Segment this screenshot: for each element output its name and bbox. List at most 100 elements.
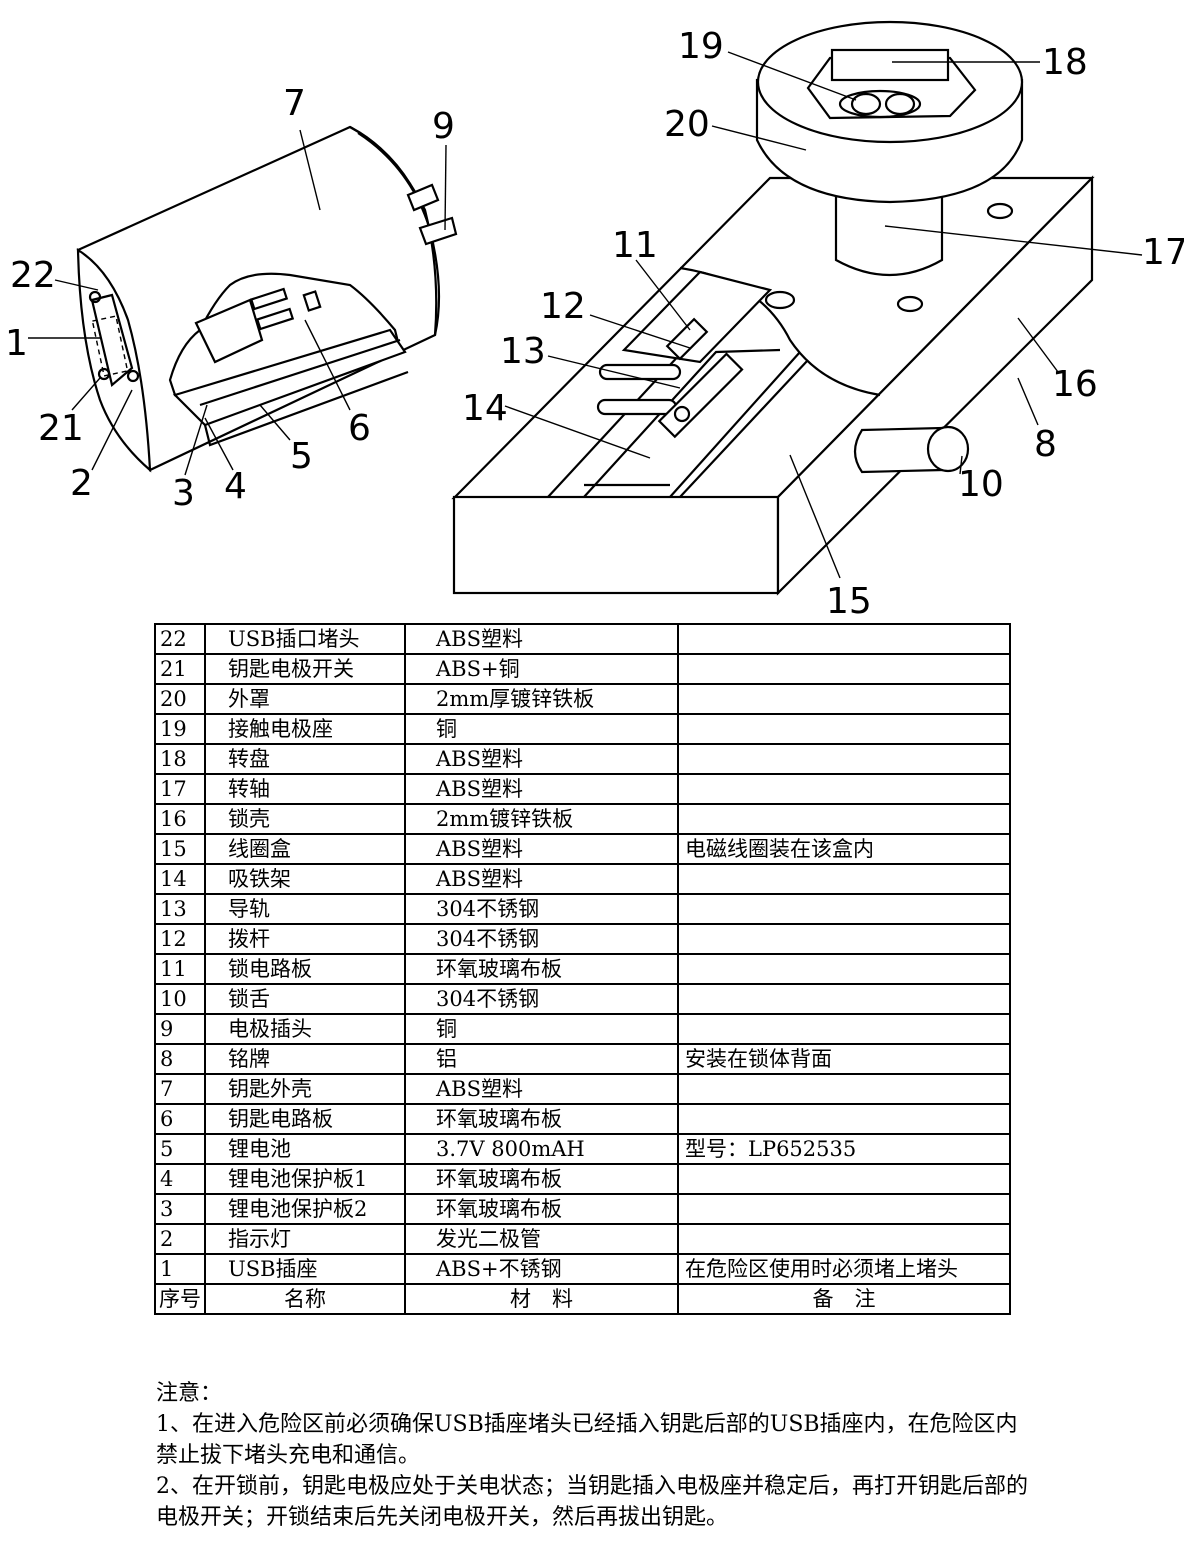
table-cell-no: 6 [154,1103,206,1135]
table-cell-no: 12 [154,923,206,955]
table-cell-name: USB插座 [204,1253,406,1285]
lock-body [451,20,1095,596]
table-cell-material: ABS塑料 [404,1073,679,1105]
table-cell-no: 17 [154,773,206,805]
table-cell-name: 转轴 [204,773,406,805]
table-cell-no: 13 [154,893,206,925]
callout-labels: 22 1 21 2 3 4 5 6 7 9 19 18 20 11 12 13 … [5,26,1184,622]
table-cell-note: 在危险区使用时必须堵上堵头 [677,1253,1011,1285]
table-cell-no: 14 [154,863,206,895]
table-cell-name: 电极插头 [204,1013,406,1045]
callout-11: 11 [612,225,658,266]
table-cell-note [677,1103,1011,1135]
table-cell-name: 转盘 [204,743,406,775]
table-cell-material: 发光二极管 [404,1223,679,1255]
callout-19: 19 [678,26,724,67]
table-cell-no: 8 [154,1043,206,1075]
leader-lines [28,51,1143,579]
callout-14: 14 [462,388,508,429]
callout-2: 2 [70,463,93,504]
table-cell-material: ABS塑料 [404,623,679,655]
callout-7: 7 [283,83,306,124]
table-cell-name: 接触电极座 [204,713,406,745]
assembly-drawing: 22 1 21 2 3 4 5 6 7 9 19 18 20 11 12 13 … [5,20,1184,622]
callout-22: 22 [10,255,56,296]
table-cell-no: 7 [154,1073,206,1105]
table-cell-no: 18 [154,743,206,775]
table-cell-material: 环氧玻璃布板 [404,1103,679,1135]
table-cell-material: 304不锈钢 [404,923,679,955]
callout-15: 15 [826,581,872,622]
table-cell-material: ABS塑料 [404,833,679,865]
table-cell-material: 铜 [404,1013,679,1045]
table-cell-material: 304不锈钢 [404,893,679,925]
table-cell-note [677,773,1011,805]
table-cell-note [677,653,1011,685]
table-cell-note [677,1073,1011,1105]
callout-3: 3 [172,473,195,514]
table-cell-name: 锂电池保护板2 [204,1193,406,1225]
table-cell-name: 指示灯 [204,1223,406,1255]
callout-21: 21 [38,408,84,449]
table-cell-no: 5 [154,1133,206,1165]
table-cell-note [677,863,1011,895]
callout-8: 8 [1034,424,1057,465]
table-cell-note [677,1193,1011,1225]
table-cell-name: 钥匙外壳 [204,1073,406,1105]
table-cell-note [677,623,1011,655]
table-cell-no: 20 [154,683,206,715]
callout-6: 6 [348,408,371,449]
table-cell-no: 21 [154,653,206,685]
callout-12: 12 [540,286,586,327]
table-cell-note: 型号：LP652535 [677,1133,1011,1165]
table-cell-material: ABS塑料 [404,773,679,805]
table-cell-name: 外罩 [204,683,406,715]
table-cell-material: 2mm厚镀锌铁板 [404,683,679,715]
table-cell-note [677,923,1011,955]
table-cell-note: 安装在锁体背面 [677,1043,1011,1075]
table-header-material: 材 料 [404,1283,679,1315]
table-cell-material: 环氧玻璃布板 [404,1193,679,1225]
notes-title: 注意： [156,1381,223,1406]
callout-18: 18 [1042,42,1088,83]
table-cell-note [677,713,1011,745]
table-cell-material: 2mm镀锌铁板 [404,803,679,835]
table-cell-note [677,1223,1011,1255]
table-cell-no: 2 [154,1223,206,1255]
table-cell-name: 锁壳 [204,803,406,835]
table-cell-material: 3.7V 800mAH [404,1133,679,1165]
table-cell-no: 22 [154,623,206,655]
table-cell-name: 导轨 [204,893,406,925]
table-cell-note [677,743,1011,775]
table-cell-no: 10 [154,983,206,1015]
table-cell-name: 钥匙电路板 [204,1103,406,1135]
table-cell-name: 锂电池 [204,1133,406,1165]
callout-17: 17 [1142,232,1184,273]
table-cell-no: 11 [154,953,206,985]
table-cell-material: ABS+铜 [404,653,679,685]
table-cell-material: 304不锈钢 [404,983,679,1015]
table-cell-material: ABS塑料 [404,863,679,895]
table-cell-note [677,1013,1011,1045]
table-cell-no: 15 [154,833,206,865]
table-cell-name: 吸铁架 [204,863,406,895]
table-header-name: 名称 [204,1283,406,1315]
callout-9: 9 [432,106,455,147]
